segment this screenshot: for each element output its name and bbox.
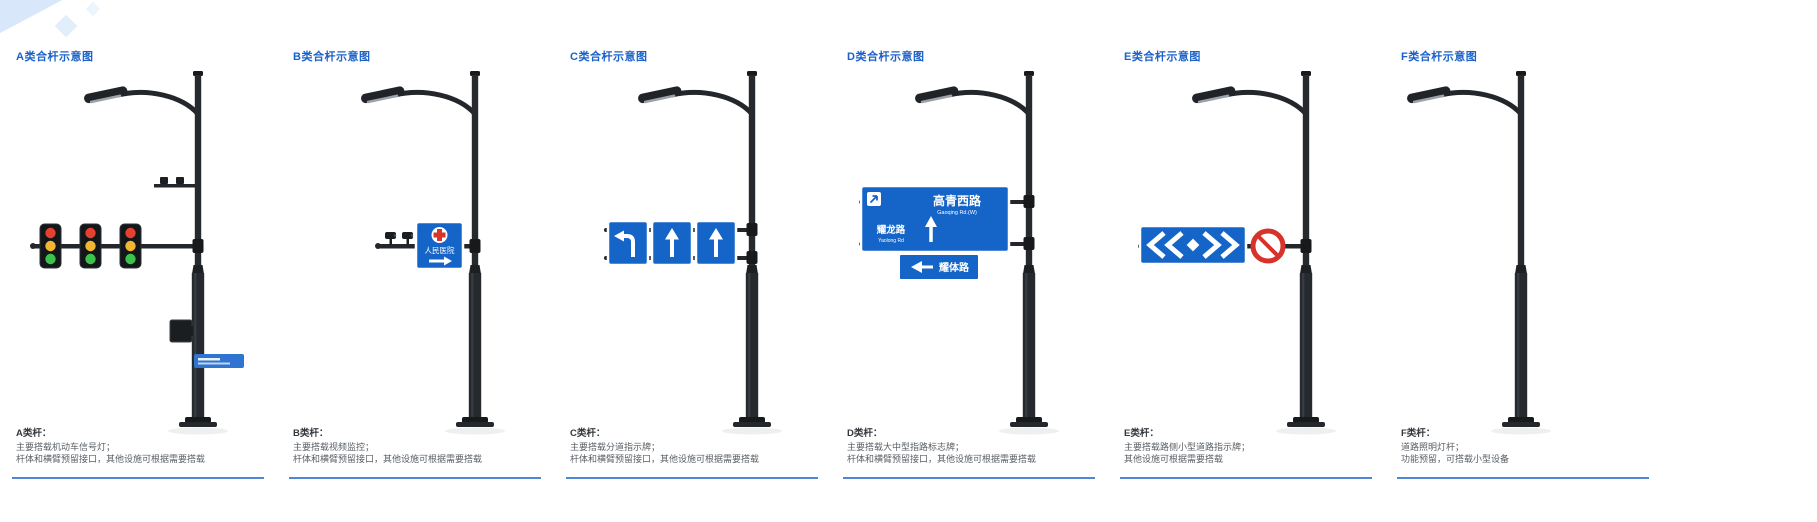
hospital-guide-sign: 人民医院 [414, 220, 465, 271]
panel-caption-e: E类杆： 主要搭载路侧小型道路指示牌； 其他设施可根据需要搭载 [1124, 428, 1250, 466]
cctv-camera-icon [385, 232, 397, 245]
caption-label: D类杆： [847, 428, 883, 439]
road-guide-subsign: 耀体路 [898, 253, 980, 281]
pole-illustration-e [1116, 58, 1416, 448]
panel-underline [1120, 477, 1372, 479]
pole-illustration-a [8, 58, 308, 448]
panel-caption-c: C类杆： 主要搭载分道指示牌； 杆体和横臂预留接口，其他设施可根据需要搭载 [570, 428, 759, 466]
street-lamp-pole [1406, 71, 1551, 435]
arm-collar [469, 239, 481, 253]
panel-title-d: D类合杆示意图 [847, 51, 925, 63]
guide-sign-dest1-en: Gaoqing Rd.(W) [937, 210, 977, 216]
panel-title-a: A类合杆示意图 [16, 51, 94, 63]
upper-bracket [154, 177, 200, 188]
arm-collar [1300, 239, 1312, 253]
panel-pole-type-b: B类合杆示意图 [285, 0, 562, 522]
panel-title-b: B类合杆示意图 [293, 51, 371, 63]
caption-label: A类杆： [16, 428, 52, 439]
caption-desc1: 道路照明灯杆； [1401, 441, 1465, 452]
expressway-arrow-icon [867, 192, 881, 206]
traffic-signal-icon [119, 223, 142, 269]
cross-arm [30, 243, 198, 249]
caption-desc2: 杆体和横臂预留接口，其他设施可根据需要搭载 [16, 454, 206, 464]
panel-title-f: F类合杆示意图 [1401, 51, 1478, 63]
caption-label: F类杆： [1401, 428, 1436, 439]
caption-desc2: 杆体和横臂预留接口，其他设施可根据需要搭载 [570, 454, 760, 464]
panel-pole-type-c: C类合杆示意图 [562, 0, 839, 522]
pole-illustration-b: 人民医院 [285, 58, 585, 448]
prohibition-sign [1250, 228, 1286, 264]
panel-caption-a: A类杆： 主要搭载机动车信号灯； 杆体和横臂预留接口，其他设施可根据需要搭载 [16, 428, 205, 466]
panel-underline [12, 477, 264, 479]
caption-desc1: 主要搭载视频监控； [293, 441, 375, 452]
cctv-cameras [385, 232, 414, 245]
lane-direction-signs [606, 219, 738, 267]
chevron-alignment-sign [1138, 224, 1248, 266]
equipment-box [169, 319, 193, 343]
arm-collar [192, 239, 204, 253]
caption-desc2: 杆体和横臂预留接口，其他设施可根据需要搭载 [293, 454, 483, 464]
caption-desc1: 主要搭载路侧小型道路指示牌； [1124, 441, 1251, 452]
hospital-sign-text: 人民医院 [425, 245, 455, 255]
right-arrow-icon [429, 256, 452, 266]
panel-pole-type-d: D类合杆示意图 高青西 [839, 0, 1116, 522]
caption-label: E类杆： [1124, 428, 1159, 439]
lane-sign-left-turn [606, 219, 650, 267]
panel-caption-f: F类杆： 道路照明灯杆； 功能预留，可搭载小型设备 [1401, 428, 1509, 466]
traffic-signal-heads [39, 223, 142, 269]
arm-collar [746, 251, 758, 264]
street-name-sign [194, 354, 244, 368]
traffic-signal-icon [39, 223, 62, 269]
caption-desc1: 主要搭载机动车信号灯； [16, 441, 116, 452]
pole-type-panels: A类合杆示意图 [8, 0, 1670, 522]
up-arrow-icon [925, 216, 937, 242]
pole-illustration-d: 高青西路 Gaoqing Rd.(W) 耀龙路 Yaolong Rd [839, 58, 1139, 448]
caption-desc2: 其他设施可根据需要搭载 [1124, 454, 1224, 464]
pole-svg-f [1331, 58, 1631, 448]
panel-caption-d: D类杆： 主要搭载大中型指路标志牌； 杆体和横臂预留接口，其他设施可根据需要搭载 [847, 428, 1036, 466]
pole-svg-e [1138, 58, 1416, 448]
cctv-camera-icon [402, 232, 414, 245]
guide-sign-dest2: 耀龙路 [876, 224, 906, 236]
caption-desc1: 主要搭载分道指示牌； [570, 441, 661, 452]
panel-title-c: C类合杆示意图 [570, 51, 648, 63]
panel-underline [566, 477, 818, 479]
pole-svg-d: 高青西路 Gaoqing Rd.(W) 耀龙路 Yaolong Rd [859, 58, 1139, 448]
pole-svg-c [604, 58, 862, 448]
caption-label: C类杆： [570, 428, 606, 439]
road-guide-sign: 高青西路 Gaoqing Rd.(W) 耀龙路 Yaolong Rd [859, 184, 1011, 254]
traffic-signal-icon [79, 223, 102, 269]
pole-illustration-c [562, 58, 862, 448]
panel-pole-type-e: E类合杆示意图 [1116, 0, 1393, 522]
panel-title-e: E类合杆示意图 [1124, 51, 1201, 63]
panel-underline [843, 477, 1095, 479]
panel-pole-type-f: F类合杆示意图 F类杆： 道路照明灯杆； 功能预留，可搭载小型设备 [1393, 0, 1670, 522]
lane-sign-straight [650, 219, 694, 267]
arm-collar [1023, 237, 1035, 250]
panel-underline [289, 477, 541, 479]
arm-collar [746, 223, 758, 236]
street-lamp-pole [83, 71, 228, 435]
panel-underline [1397, 477, 1649, 479]
pole-svg-a [30, 58, 244, 448]
caption-desc2: 杆体和横臂预留接口，其他设施可根据需要搭载 [847, 454, 1037, 464]
panel-caption-b: B类杆： 主要搭载视频监控； 杆体和横臂预留接口，其他设施可根据需要搭载 [293, 428, 482, 466]
panel-pole-type-a: A类合杆示意图 [8, 0, 285, 522]
pole-svg-b: 人民医院 [285, 58, 585, 448]
caption-desc2: 功能预留，可搭载小型设备 [1401, 454, 1510, 464]
lane-sign-straight [694, 219, 738, 267]
caption-label: B类杆： [293, 428, 329, 439]
guide-subsign-text: 耀体路 [938, 261, 970, 274]
pole-illustration-f [1331, 58, 1631, 448]
caption-desc1: 主要搭载大中型指路标志牌； [847, 441, 965, 452]
left-arrow-icon [911, 261, 933, 273]
arm-collar [1023, 195, 1035, 208]
guide-sign-dest1: 高青西路 [933, 193, 982, 208]
guide-sign-dest2-en: Yaolong Rd [878, 238, 904, 244]
